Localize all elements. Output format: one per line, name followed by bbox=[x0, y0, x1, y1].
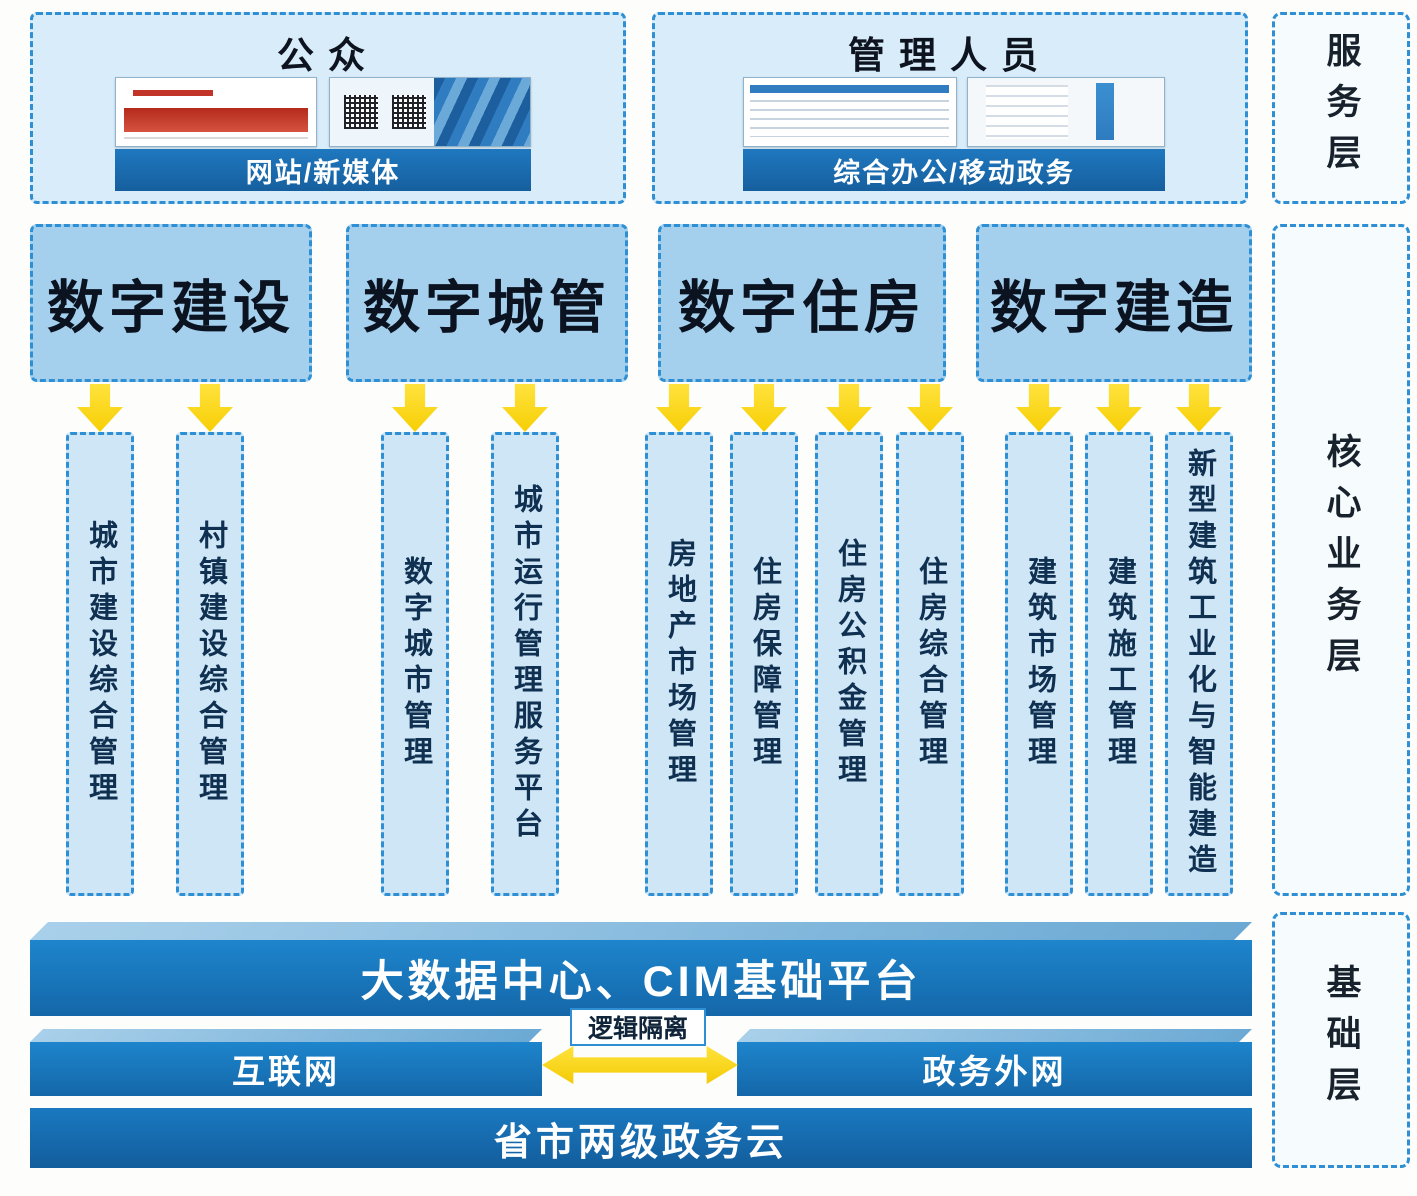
down-arrow bbox=[502, 384, 548, 432]
system-pillar: 城市运行管理服务平台 bbox=[491, 432, 559, 896]
down-arrow bbox=[826, 384, 872, 432]
down-arrow bbox=[1176, 384, 1222, 432]
public-title: 公众 bbox=[277, 35, 379, 76]
layer-label-core-business: 核心业务层 bbox=[1272, 224, 1410, 896]
down-arrow bbox=[392, 384, 438, 432]
office-screenshot-thumbnail bbox=[743, 77, 957, 147]
domain-digital-urban-mgmt: 数字城管 bbox=[346, 224, 628, 382]
system-pillar-label: 城市建设综合管理 bbox=[84, 520, 117, 808]
down-arrow bbox=[77, 384, 123, 432]
system-pillar-label: 数字城市管理 bbox=[399, 556, 432, 772]
admin-service-box: 管理人员 综合办公/移动政务 bbox=[652, 12, 1248, 204]
system-pillar: 住房公积金管理 bbox=[815, 432, 883, 896]
layer-label-base-text: 基础层 bbox=[1321, 963, 1361, 1117]
system-pillar: 房地产市场管理 bbox=[645, 432, 713, 896]
gov-extranet-bar: 政务外网 bbox=[737, 1042, 1252, 1096]
system-pillar-label: 住房保障管理 bbox=[748, 556, 781, 772]
system-pillar-label: 建筑施工管理 bbox=[1103, 556, 1136, 772]
internet-bar: 互联网 bbox=[30, 1042, 542, 1096]
website-screenshot-thumbnail bbox=[115, 77, 317, 147]
down-arrow bbox=[1096, 384, 1142, 432]
isolation-double-arrow bbox=[542, 1046, 738, 1084]
domain-digital-housing: 数字住房 bbox=[658, 224, 946, 382]
system-pillar: 住房综合管理 bbox=[896, 432, 964, 896]
logical-isolation-label: 逻辑隔离 bbox=[570, 1008, 706, 1046]
down-arrow bbox=[741, 384, 787, 432]
gov-cloud-bar: 省市两级政务云 bbox=[30, 1108, 1252, 1168]
system-pillar-label: 村镇建设综合管理 bbox=[194, 520, 227, 808]
system-pillar: 村镇建设综合管理 bbox=[176, 432, 244, 896]
down-arrow bbox=[656, 384, 702, 432]
system-pillar: 建筑市场管理 bbox=[1005, 432, 1073, 896]
public-service-box: 公众 网站/新媒体 bbox=[30, 12, 626, 204]
system-pillar-label: 新型建筑工业化与智能建造 bbox=[1183, 448, 1216, 880]
qr-code-screenshot-thumbnail bbox=[329, 77, 531, 147]
layer-label-service-text: 服务层 bbox=[1321, 31, 1361, 185]
big-data-cim-platform-bar: 大数据中心、CIM基础平台 bbox=[30, 940, 1252, 1016]
layer-label-core-text: 核心业务层 bbox=[1321, 432, 1361, 688]
layer-label-service: 服务层 bbox=[1272, 12, 1410, 204]
system-pillar: 建筑施工管理 bbox=[1085, 432, 1153, 896]
system-pillar: 住房保障管理 bbox=[730, 432, 798, 896]
admin-channel-bar: 综合办公/移动政务 bbox=[743, 149, 1165, 191]
system-pillar-label: 房地产市场管理 bbox=[663, 538, 696, 790]
system-pillar-label: 住房综合管理 bbox=[914, 556, 947, 772]
layer-label-base: 基础层 bbox=[1272, 912, 1410, 1168]
system-pillar: 城市建设综合管理 bbox=[66, 432, 134, 896]
domain-digital-building: 数字建造 bbox=[976, 224, 1252, 382]
system-pillar-label: 城市运行管理服务平台 bbox=[509, 484, 542, 844]
public-channel-bar: 网站/新媒体 bbox=[115, 149, 531, 191]
system-pillar: 数字城市管理 bbox=[381, 432, 449, 896]
admin-title: 管理人员 bbox=[848, 35, 1052, 76]
down-arrow bbox=[1016, 384, 1062, 432]
system-pillar-label: 建筑市场管理 bbox=[1023, 556, 1056, 772]
mobile-gov-screenshot-thumbnail bbox=[967, 77, 1165, 147]
system-pillar-label: 住房公积金管理 bbox=[833, 538, 866, 790]
down-arrow bbox=[187, 384, 233, 432]
domain-digital-construction: 数字建设 bbox=[30, 224, 312, 382]
system-pillar: 新型建筑工业化与智能建造 bbox=[1165, 432, 1233, 896]
down-arrow bbox=[907, 384, 953, 432]
